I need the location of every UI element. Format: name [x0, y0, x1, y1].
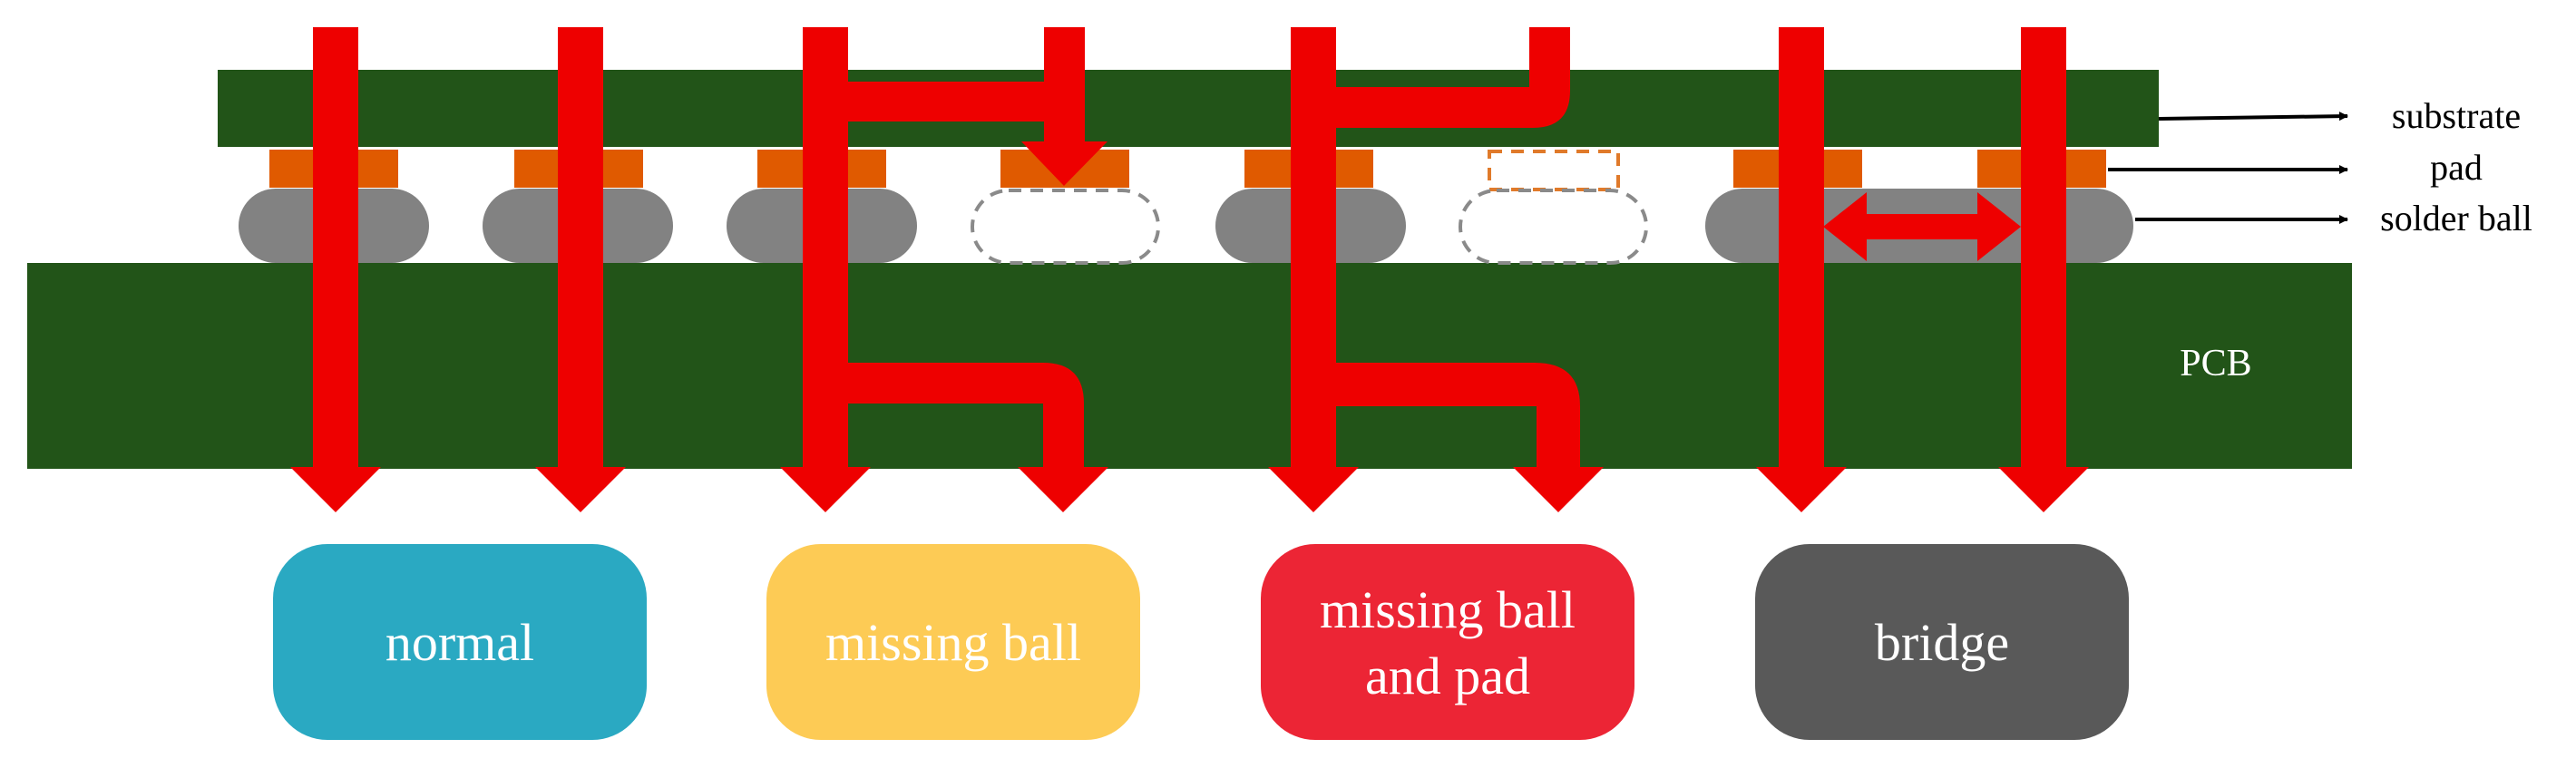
case-badges: normal missing ball missing ball and pad… [273, 544, 2129, 740]
arrow-head [780, 467, 871, 512]
arrow-head [1998, 467, 2089, 512]
arrow-shaft [558, 27, 603, 472]
arrow-branch-top [825, 82, 1066, 122]
case-label: and pad [1365, 647, 1530, 705]
missing-ball-outline [971, 189, 1160, 265]
pcb-label: PCB [2180, 343, 2251, 384]
arrow-head [1021, 141, 1107, 186]
case-badge-bridge: bridge [1755, 544, 2129, 740]
pcb-layer [27, 263, 2352, 469]
arrow-shaft [1044, 27, 1085, 145]
label-pointers [2108, 112, 2348, 224]
bridge-double-arrow [1823, 192, 2021, 261]
case-label: bridge [1875, 613, 2009, 672]
arrow-branch-bottom [1313, 363, 1580, 472]
arrow-shaft [313, 27, 358, 472]
case-badge-missing-ball: missing ball [766, 544, 1140, 740]
solder-ball-label: solder ball [2380, 198, 2532, 238]
substrate-pointer [2158, 112, 2348, 122]
current-arrows [290, 27, 2089, 512]
missing-pad-outline [1488, 150, 1620, 191]
arrow-shaft [1779, 27, 1824, 472]
case-badge-missing-ball-and-pad: missing ball and pad [1261, 544, 1634, 740]
case-label: missing ball [1320, 580, 1576, 639]
case-label: normal [385, 613, 534, 672]
pad-label: pad [2430, 147, 2483, 188]
arrow-head [1018, 467, 1108, 512]
arrow-shaft [2021, 27, 2066, 472]
arrow-head [1756, 467, 1847, 512]
arrow-head [535, 467, 626, 512]
arrow-head [1268, 467, 1359, 512]
case-badge-normal: normal [273, 544, 647, 740]
missing-ball-outline [1459, 189, 1648, 265]
substrate-label: substrate [2392, 95, 2521, 136]
arrow-head [290, 467, 381, 512]
pads [269, 150, 2106, 191]
case-label: missing ball [825, 613, 1081, 672]
substrate-layer [218, 70, 2159, 147]
arrow-branch-bottom [825, 363, 1084, 472]
arrow-head [1513, 467, 1604, 512]
arrow-branch-top [1313, 27, 1570, 128]
